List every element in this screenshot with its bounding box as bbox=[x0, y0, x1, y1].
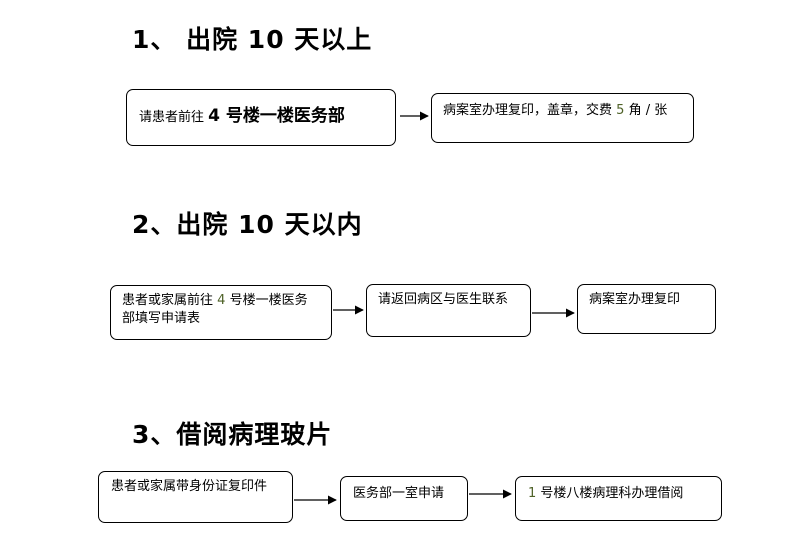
step-3-3-box: 1 号楼八楼病理科办理借阅 bbox=[515, 476, 722, 521]
step-1-1-text: 请患者前往 bbox=[139, 110, 205, 125]
section-1-heading: 1、 出院 10 天以上 bbox=[132, 25, 373, 54]
step-3-1-box: 患者或家属带身份证复印件 bbox=[98, 471, 293, 523]
step-1-1-highlight: 4 号楼一楼医务部 bbox=[208, 106, 345, 126]
step-2-1-text-line2: 部填写申请表 bbox=[122, 311, 201, 326]
step-1-2-number: 5 bbox=[616, 103, 625, 118]
step-1-2-text: 病案室办理复印，盖章，交费 bbox=[443, 103, 613, 118]
step-3-2-box: 医务部一室申请 bbox=[340, 476, 468, 521]
section-3-heading: 3、借阅病理玻片 bbox=[132, 420, 333, 449]
step-1-2-box: 病案室办理复印，盖章，交费 5 角 / 张 bbox=[431, 93, 694, 143]
step-1-1-box: 请患者前往 4 号楼一楼医务部 bbox=[126, 89, 396, 146]
step-2-2-box: 请返回病区与医生联系 bbox=[366, 284, 531, 337]
step-2-1-number: 4 bbox=[217, 293, 226, 308]
section-2-heading: 2、出院 10 天以内 bbox=[132, 210, 363, 239]
step-3-3-text: 号楼八楼病理科办理借阅 bbox=[540, 486, 684, 501]
step-2-3-text: 病案室办理复印 bbox=[589, 292, 681, 307]
step-1-2-unit: 角 / 张 bbox=[628, 103, 668, 118]
step-3-3-number: 1 bbox=[528, 486, 537, 501]
step-2-1-text-cont: 号楼一楼医务 bbox=[229, 293, 308, 308]
step-2-2-text: 请返回病区与医生联系 bbox=[378, 292, 509, 307]
step-2-1-box: 患者或家属前往 4 号楼一楼医务 部填写申请表 bbox=[110, 285, 332, 340]
step-2-3-box: 病案室办理复印 bbox=[577, 284, 716, 334]
step-3-1-text: 患者或家属带身份证复印件 bbox=[111, 479, 268, 494]
step-2-1-text: 患者或家属前往 bbox=[122, 293, 214, 308]
step-3-2-text: 医务部一室申请 bbox=[353, 486, 445, 501]
